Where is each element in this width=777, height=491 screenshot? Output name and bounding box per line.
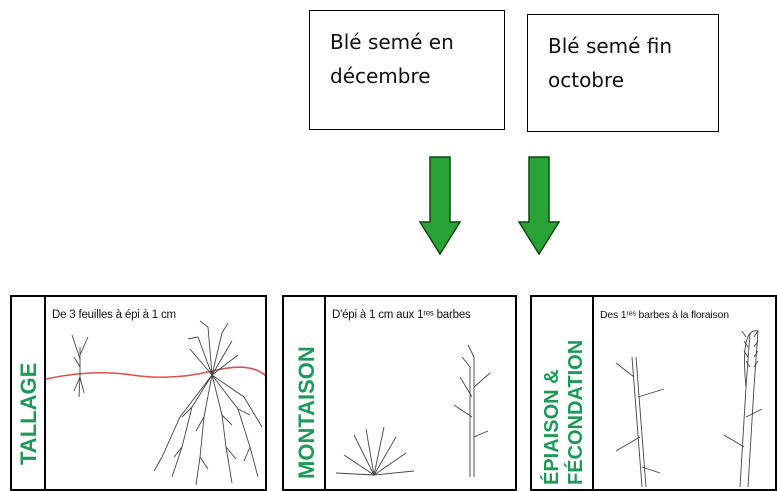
note-line-2: décembre [330, 64, 431, 88]
tillering-wheat-illustration [45, 320, 265, 486]
heading-flowering-wheat-illustration [615, 330, 763, 488]
stage-title-line-2: FÉCONDATION [564, 340, 587, 485]
stage-title: MONTAISON [294, 346, 319, 479]
stage-panel-epiaison-fecondation: ÉPIAISON & FÉCONDATION Des 1ʳᵉˢ barbes à… [530, 295, 777, 491]
stage-title-column: TALLAGE [12, 297, 46, 489]
stage-caption: D'épi à 1 cm aux 1ʳᵉˢ barbes [332, 309, 471, 321]
stage-title-column: ÉPIAISON & FÉCONDATION [532, 297, 594, 489]
note-line-2: octobre [548, 68, 625, 92]
stem-elongation-wheat-illustration [335, 344, 491, 477]
stage-title-column: MONTAISON [284, 297, 326, 489]
note-december-sowing: Blé semé en décembre [309, 10, 505, 130]
stage-title: TALLAGE [16, 363, 41, 465]
note-line-1: Blé semé en [330, 30, 454, 54]
stage-panel-montaison: MONTAISON D'épi à 1 cm aux 1ʳᵉˢ barbes [282, 295, 517, 491]
note-late-october-sowing: Blé semé fin octobre [527, 14, 719, 132]
note-line-1: Blé semé fin [548, 34, 673, 58]
stage-panel-tallage: TALLAGE De 3 feuilles à épi à 1 cm [10, 295, 267, 491]
down-arrow-december [418, 156, 462, 256]
stage-title-line-1: ÉPIAISON & [540, 369, 563, 485]
stage-caption: Des 1ʳᵉˢ barbes à la floraison [600, 309, 729, 321]
stage-caption: De 3 feuilles à épi à 1 cm [52, 309, 176, 321]
down-arrow-october [517, 156, 561, 256]
